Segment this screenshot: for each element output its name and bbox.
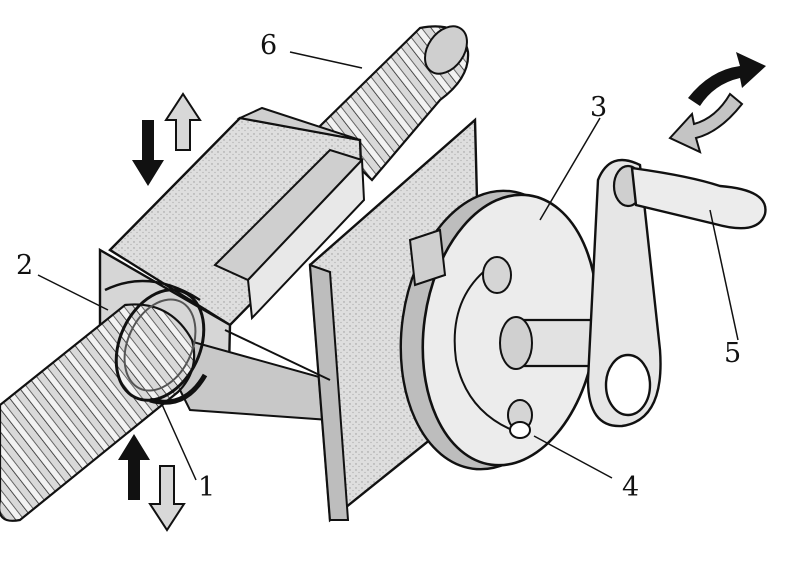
arrow-down-hollow-lower: [148, 465, 186, 532]
arrow-up-hollow-upper: [164, 92, 202, 151]
label-2: 2: [16, 250, 34, 281]
label-1: 1: [198, 472, 216, 503]
leader-lines: [37, 51, 739, 481]
label-4: 4: [622, 472, 640, 503]
arrow-up-solid-lower: [118, 434, 150, 500]
label-6: 6: [260, 30, 278, 61]
label-5: 5: [724, 338, 742, 369]
crank-handle: [586, 158, 767, 428]
split-nut: [104, 279, 206, 402]
lead-screw-lower: [0, 303, 196, 522]
disk-pin: [509, 421, 531, 439]
crank-disk: [399, 189, 602, 471]
label-3: 3: [590, 92, 608, 123]
rotation-arrow-counterclockwise-hollow: [668, 92, 744, 154]
rotation-arrow-clockwise-solid: [688, 52, 766, 106]
arrow-down-solid-upper: [132, 120, 164, 186]
nut-ring: [149, 373, 208, 405]
